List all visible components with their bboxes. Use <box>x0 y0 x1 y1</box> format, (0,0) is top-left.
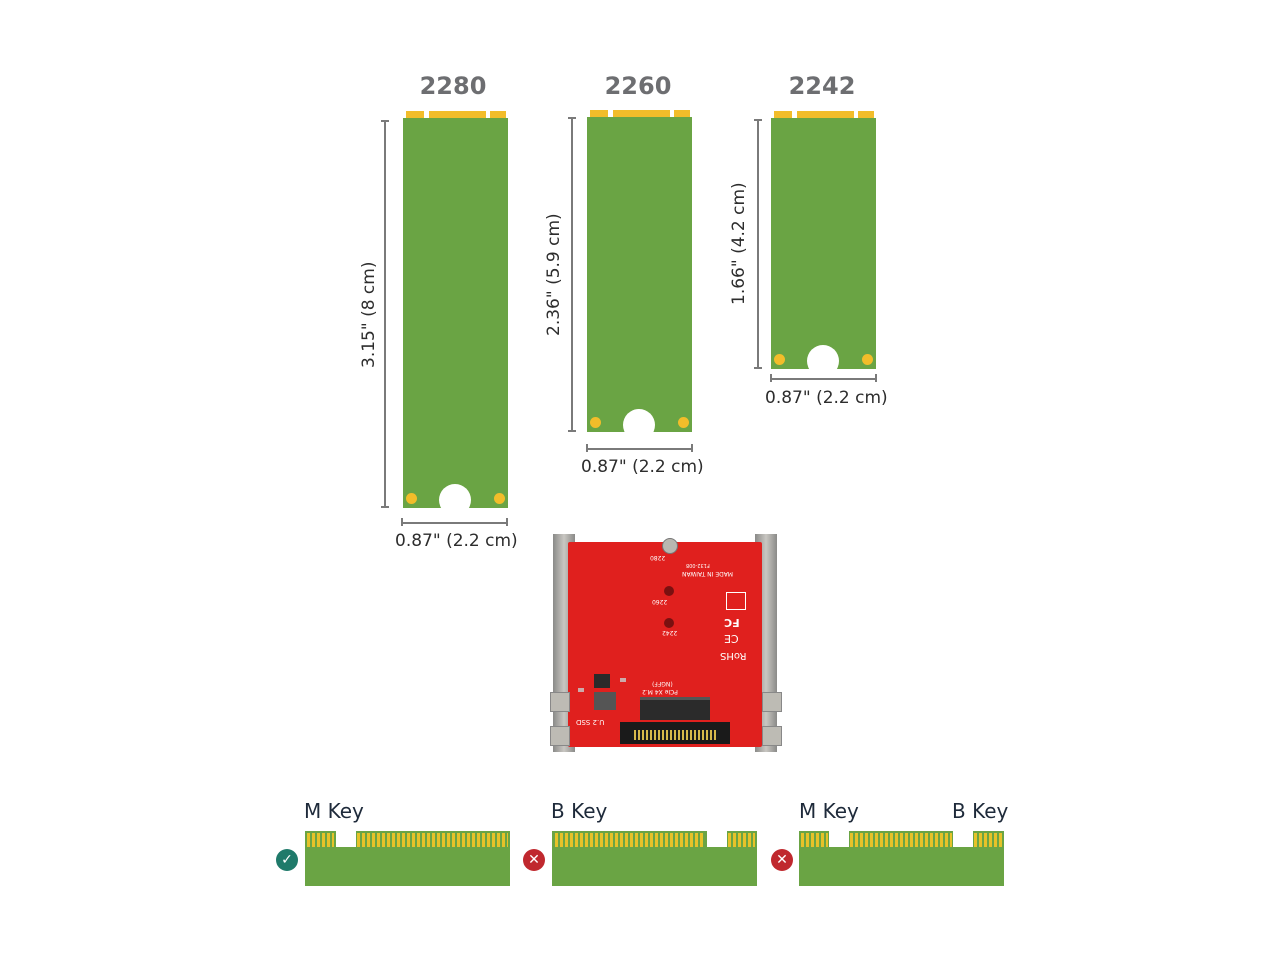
key-label-mb-m: M Key <box>799 799 859 823</box>
b-key-edge-connector <box>552 831 757 886</box>
board-label-rohs: RoHS <box>720 650 747 661</box>
board-label-2260: 2260 <box>652 598 668 605</box>
width-label-2242: 0.87" (2.2 cm) <box>765 388 888 408</box>
key-label-b: B Key <box>551 799 608 823</box>
length-label-2242: 1.66" (4.2 cm) <box>729 182 749 305</box>
form-factor-title-2242: 2242 <box>788 72 856 100</box>
board-label-made-in: MADE IN TAIWAN <box>682 570 734 577</box>
width-label-2260: 0.87" (2.2 cm) <box>581 457 704 477</box>
board-label-fc: FC <box>724 616 740 629</box>
length-label-2280: 3.15" (8 cm) <box>359 261 379 368</box>
x-icon: ✕ <box>771 849 793 871</box>
board-label-part: F132-008 <box>686 562 710 568</box>
m-key-edge-connector <box>305 831 510 886</box>
u2-adapter-photo: 2280 2260 2242 MADE IN TAIWAN F132-008 R… <box>550 532 782 754</box>
x-icon: ✕ <box>523 849 545 871</box>
board-label-ngff: (NGFF) <box>652 680 673 687</box>
form-factor-title-2260: 2260 <box>604 72 672 100</box>
board-label-ce: CE <box>724 632 739 645</box>
check-icon: ✓ <box>276 849 298 871</box>
board-label-u2: U.2 SSD <box>576 718 605 726</box>
board-label-pcie: PCIe X4 M.2 <box>642 688 678 695</box>
m2-card-2280 <box>403 111 508 508</box>
length-label-2260: 2.36" (5.9 cm) <box>544 213 564 336</box>
form-factor-title-2280: 2280 <box>419 72 487 100</box>
key-label-m: M Key <box>304 799 364 823</box>
board-label-2280: 2280 <box>650 554 666 561</box>
m2-card-2242 <box>771 111 876 369</box>
board-label-2242: 2242 <box>662 629 678 636</box>
m2-card-2260 <box>587 110 692 432</box>
key-label-mb-b: B Key <box>952 799 1009 823</box>
width-label-2280: 0.87" (2.2 cm) <box>395 531 518 551</box>
mb-key-edge-connector <box>799 831 1004 886</box>
